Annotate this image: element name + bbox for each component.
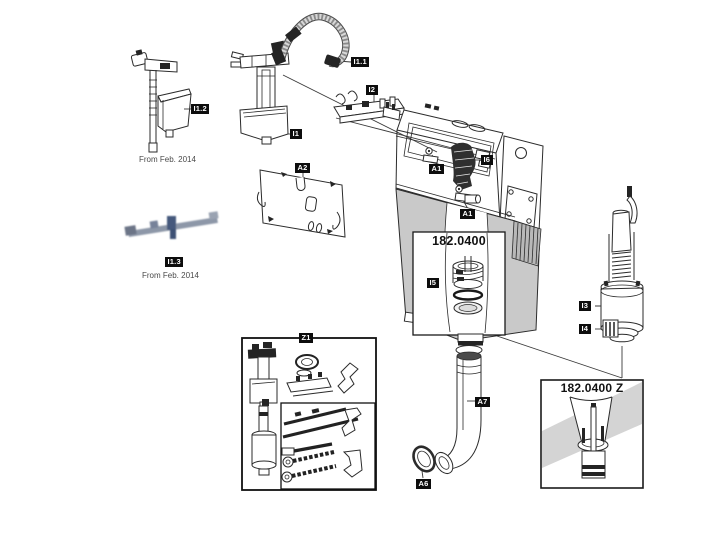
protection-plate-drawing — [256, 169, 346, 238]
callout-i3: I3 — [579, 301, 591, 311]
callout-a1-lower: A1 — [460, 209, 475, 219]
product-code-z-variant: 182.0400 Z — [560, 381, 624, 395]
callout-i4: I4 — [579, 324, 591, 334]
service-pack-box — [241, 337, 377, 491]
callout-i1_2: I1.2 — [191, 104, 210, 114]
seal-ring-drawing — [412, 445, 436, 473]
inlet-valve-side-entry-drawing — [130, 49, 192, 153]
callout-i1_1: I1.1 — [351, 57, 370, 67]
callout-a1-upper: A1 — [429, 164, 444, 174]
callout-a6: A6 — [416, 479, 431, 489]
note-from-feb-2014-valve: From Feb. 2014 — [139, 155, 196, 164]
callout-i6: I6 — [481, 155, 493, 165]
callout-a2: A2 — [295, 163, 310, 173]
product-code-main: 182.0400 — [432, 234, 486, 248]
callout-a7: A7 — [475, 397, 490, 407]
note-from-feb-2014-rod: From Feb. 2014 — [142, 271, 199, 280]
callout-i1_3: I1.3 — [165, 257, 184, 267]
callout-i2: I2 — [366, 85, 378, 95]
callout-z1: Z1 — [299, 333, 314, 343]
flush-bend-drawing — [434, 333, 484, 475]
callout-i5: I5 — [427, 278, 439, 288]
flush-valve-drawing — [600, 186, 644, 343]
callout-i1: I1 — [290, 129, 302, 139]
z-variant-box — [540, 379, 644, 489]
float-rod-photo — [124, 211, 219, 239]
inlet-hose-drawing — [271, 12, 350, 68]
